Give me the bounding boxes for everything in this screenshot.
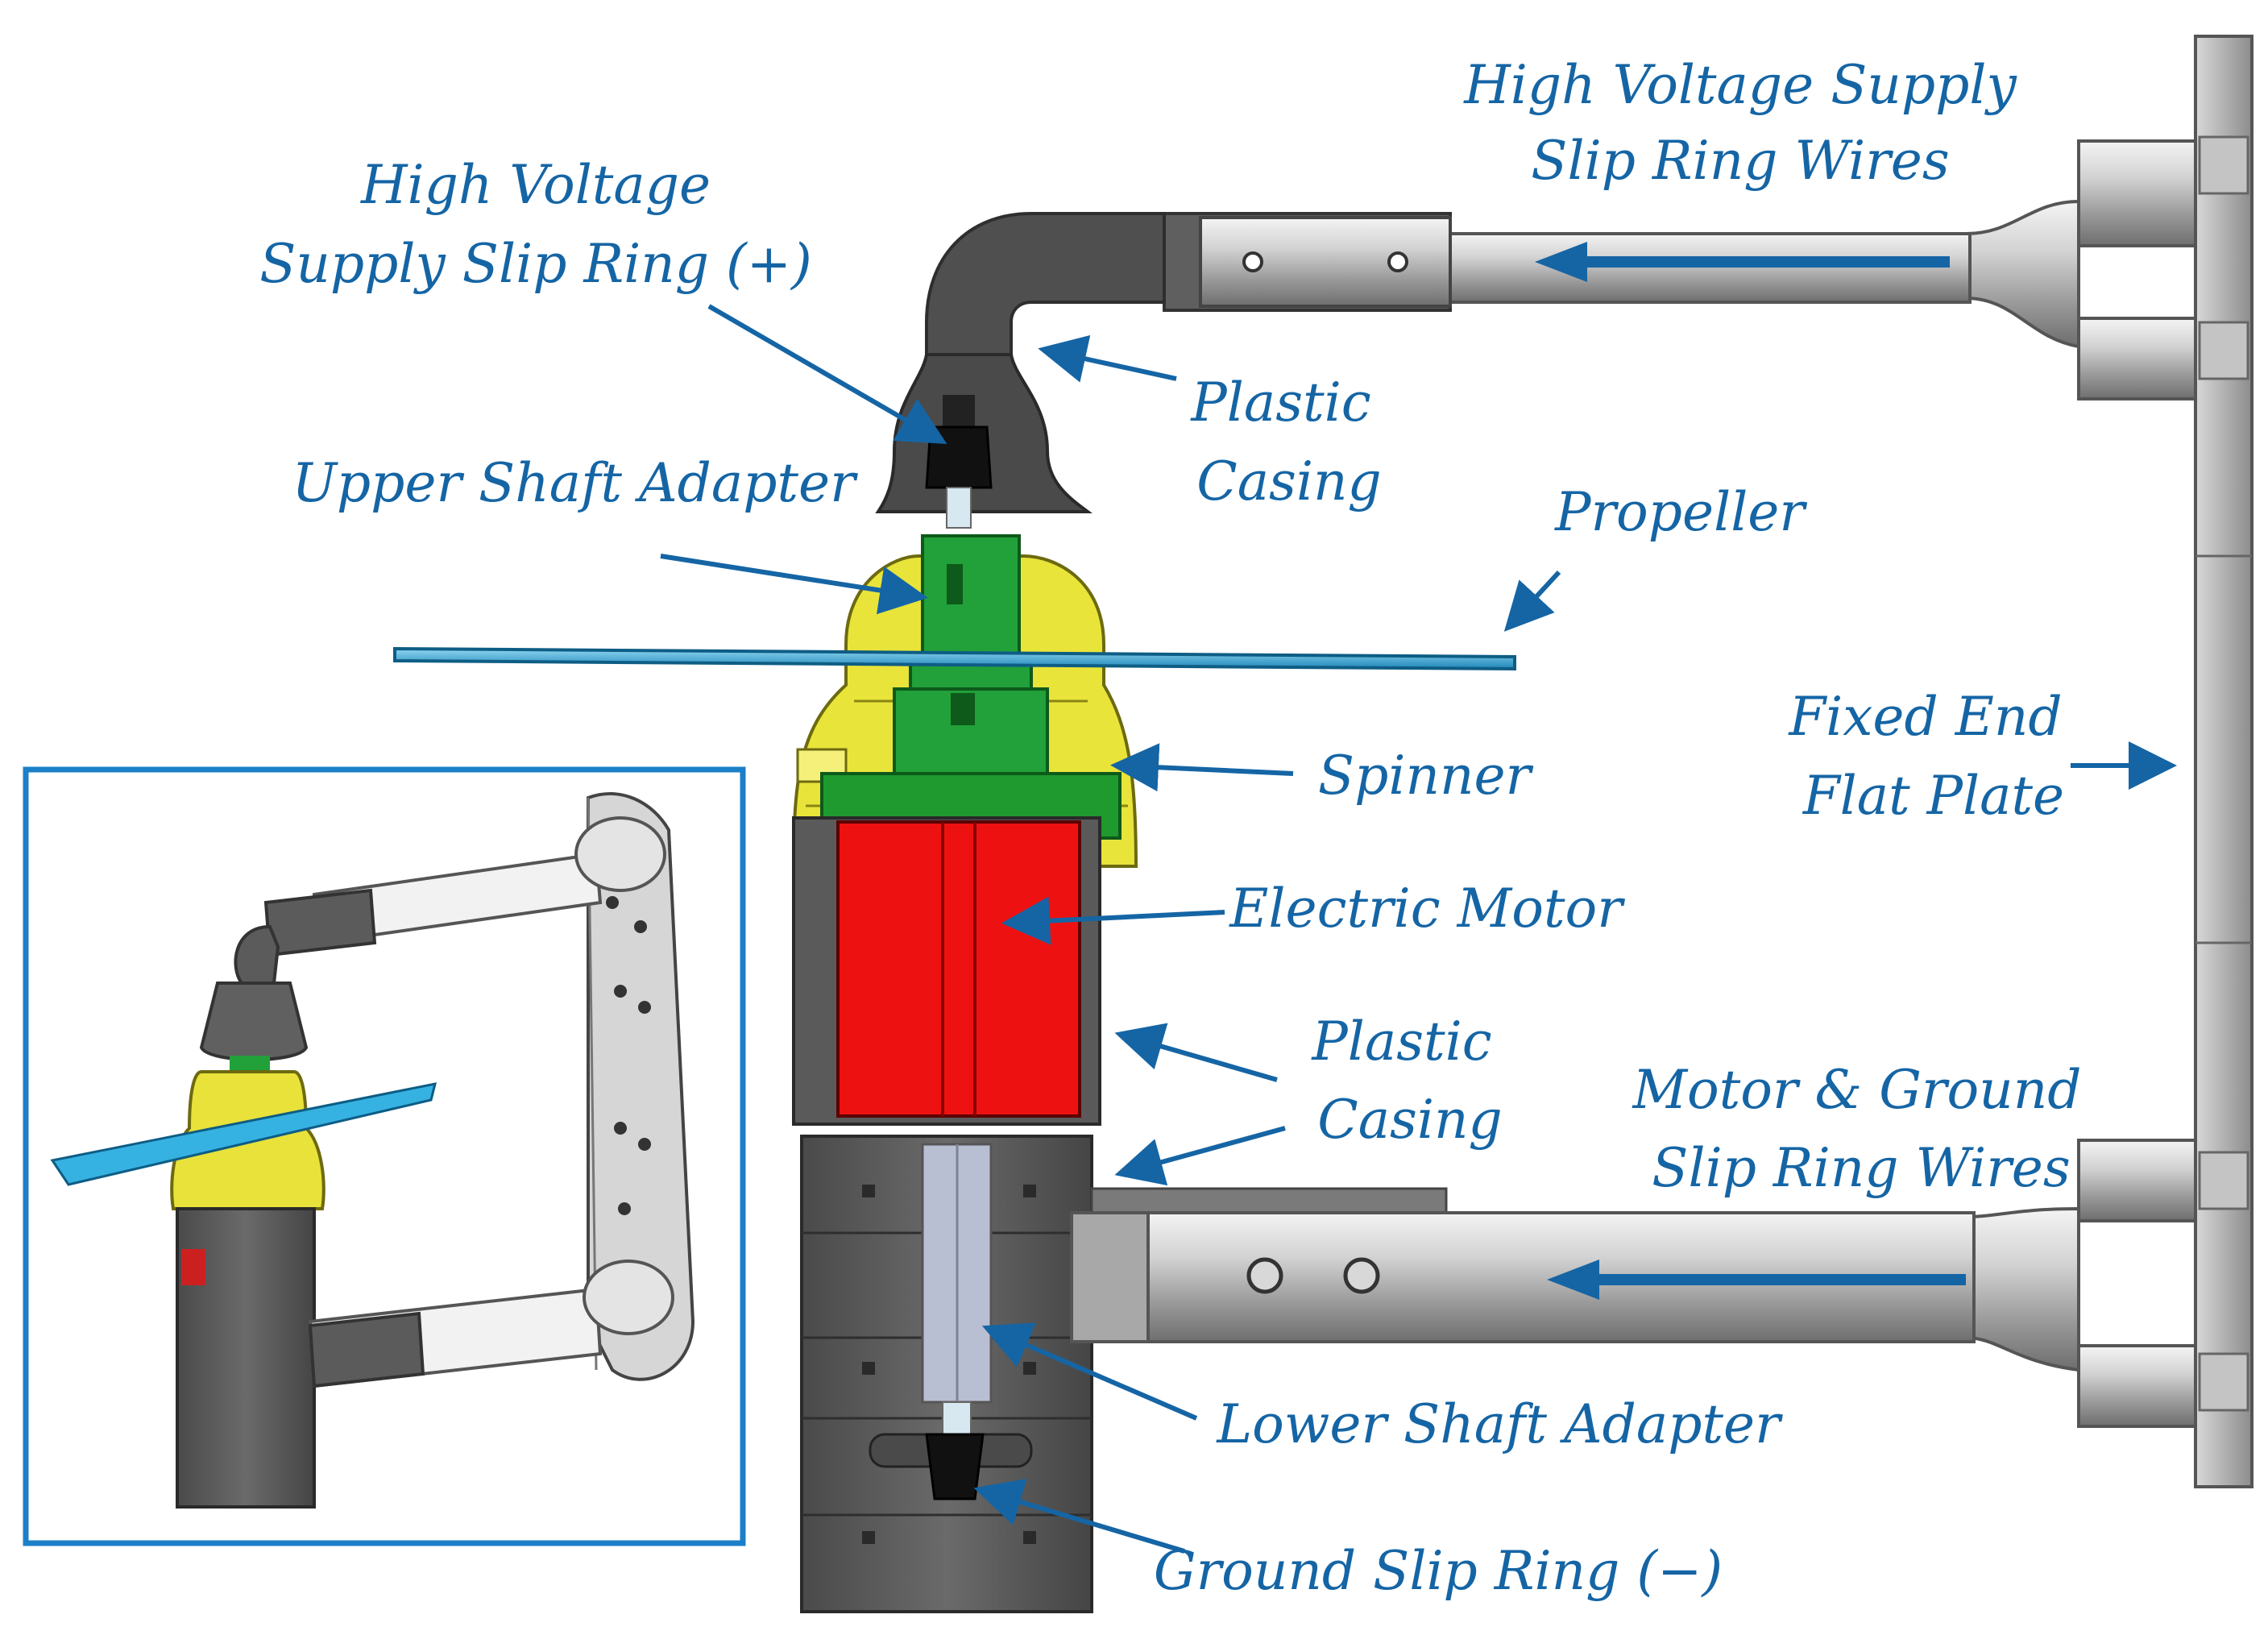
callout-arrows [660,304,2177,1554]
label-hv-slip-ring-1: High Voltage [360,154,711,216]
label-plastic-casing-bottom-2: Casing [1317,1089,1503,1151]
label-propeller: Propeller [1554,481,1807,543]
label-hv-wires-2: Slip Ring Wires [1531,130,1949,192]
label-plastic-casing-top-1: Plastic [1190,371,1370,434]
label-fixed-end-1: Fixed End [1788,686,2062,748]
label-hv-wires-1: High Voltage Supply [1463,54,2017,116]
label-fixed-end-2: Flat Plate [1802,765,2064,827]
label-ground-slip-ring: Ground Slip Ring (−) [1154,1540,1723,1602]
electric-motor [836,820,1081,1118]
label-spinner: Spinner [1318,745,1534,807]
inset-3d-view [23,766,746,1546]
label-motor-ground-wires-1: Motor & Ground [1632,1059,2081,1121]
flow-arrows [1535,242,1966,1300]
label-hv-slip-ring-2: Supply Slip Ring (+) [259,233,812,295]
label-upper-shaft-adapter: Upper Shaft Adapter [292,452,858,514]
upper-support-arm [925,139,2197,400]
label-motor-ground-wires-2: Slip Ring Wires [1652,1137,2070,1199]
label-plastic-casing-top-2: Casing [1196,450,1382,513]
fixed-end-flat-plate [2194,35,2253,1488]
label-electric-motor: Electric Motor [1229,878,1625,940]
labels: High Voltage Supply Slip Ring (+) High V… [259,54,2081,1602]
propeller [393,646,1516,671]
label-plastic-casing-bottom-1: Plastic [1311,1011,1491,1073]
label-lower-shaft-adapter: Lower Shaft Adapter [1216,1393,1783,1455]
